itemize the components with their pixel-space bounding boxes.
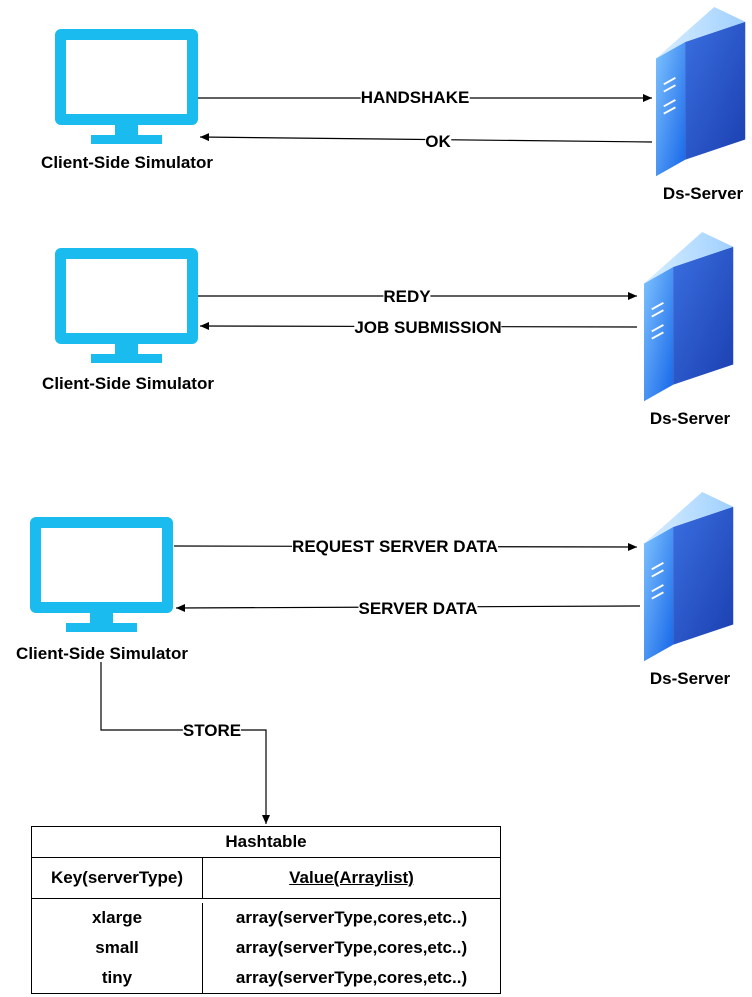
client-caption: Client-Side Simulator xyxy=(41,153,213,172)
server-caption: Ds-Server xyxy=(662,184,744,203)
client-caption: Client-Side Simulator xyxy=(16,644,188,663)
hashtable-title: Hashtable xyxy=(32,827,500,858)
hashtable-header: Key(serverType) Value(Arraylist) xyxy=(32,858,500,899)
hashtable-rows: xlarge array(serverType,cores,etc..) sma… xyxy=(32,899,500,993)
store-label: STORE xyxy=(182,721,242,741)
redy-label: REDY xyxy=(383,287,431,307)
hashtable-row: tiny array(serverType,cores,etc..) xyxy=(32,963,500,993)
server-tower-icon xyxy=(643,491,735,663)
hashtable-row: small array(serverType,cores,etc..) xyxy=(32,933,500,963)
server-tower-icon xyxy=(643,231,735,403)
row-value: array(serverType,cores,etc..) xyxy=(235,968,468,987)
server-data-label: SERVER DATA xyxy=(358,599,478,619)
row-value: array(serverType,cores,etc..) xyxy=(235,938,468,957)
row-key: small xyxy=(32,933,203,963)
value-header: Value(Arraylist) xyxy=(289,868,414,887)
server-tower-icon xyxy=(655,6,747,178)
request-server-data-label: REQUEST SERVER DATA xyxy=(292,537,498,557)
hashtable-row: xlarge array(serverType,cores,etc..) xyxy=(32,903,500,933)
job-submission-label: JOB SUBMISSION xyxy=(354,318,502,338)
monitor-icon xyxy=(30,517,173,632)
server-caption: Ds-Server xyxy=(649,669,731,688)
row-key: tiny xyxy=(32,963,203,993)
client-caption: Client-Side Simulator xyxy=(42,374,214,393)
store-connector xyxy=(100,662,270,824)
row-value: array(serverType,cores,etc..) xyxy=(235,908,468,927)
monitor-icon xyxy=(55,248,198,363)
server-caption: Ds-Server xyxy=(649,409,731,428)
handshake-label: HANDSHAKE xyxy=(360,88,470,108)
ok-label: OK xyxy=(425,132,451,152)
row-key: xlarge xyxy=(32,903,203,933)
key-header: Key(serverType) xyxy=(32,858,203,898)
hashtable: Hashtable Key(serverType) Value(Arraylis… xyxy=(31,826,501,994)
monitor-icon xyxy=(55,29,198,144)
